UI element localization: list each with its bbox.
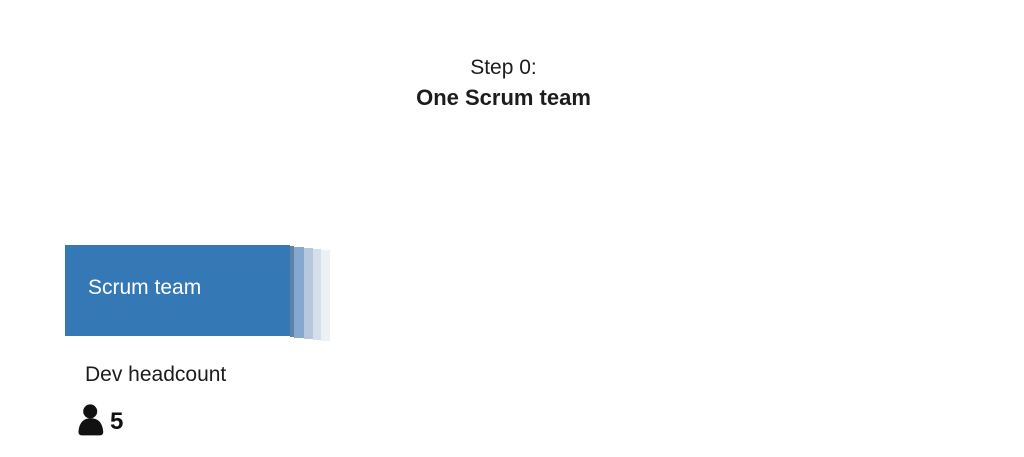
scrum-team-box: Scrum team bbox=[65, 245, 290, 336]
headcount-value: 5 bbox=[110, 408, 124, 435]
stack-stripe bbox=[313, 249, 321, 340]
team-stack-stripes bbox=[290, 245, 330, 341]
slide-heading: One Scrum team bbox=[416, 85, 591, 110]
scrum-team-label: Scrum team bbox=[88, 275, 202, 299]
stack-stripe bbox=[290, 246, 294, 337]
scrum-team-card: Scrum team bbox=[65, 245, 330, 341]
stack-stripe bbox=[321, 250, 330, 341]
stack-stripe bbox=[304, 248, 313, 339]
person-icon bbox=[78, 404, 105, 436]
stack-stripe bbox=[294, 247, 304, 338]
headcount-label: Dev headcount bbox=[85, 363, 227, 386]
headcount-row: 5 bbox=[78, 404, 123, 436]
slide-title-block: Step 0: One Scrum team bbox=[0, 53, 1007, 113]
step-label: Step 0: bbox=[470, 56, 537, 79]
